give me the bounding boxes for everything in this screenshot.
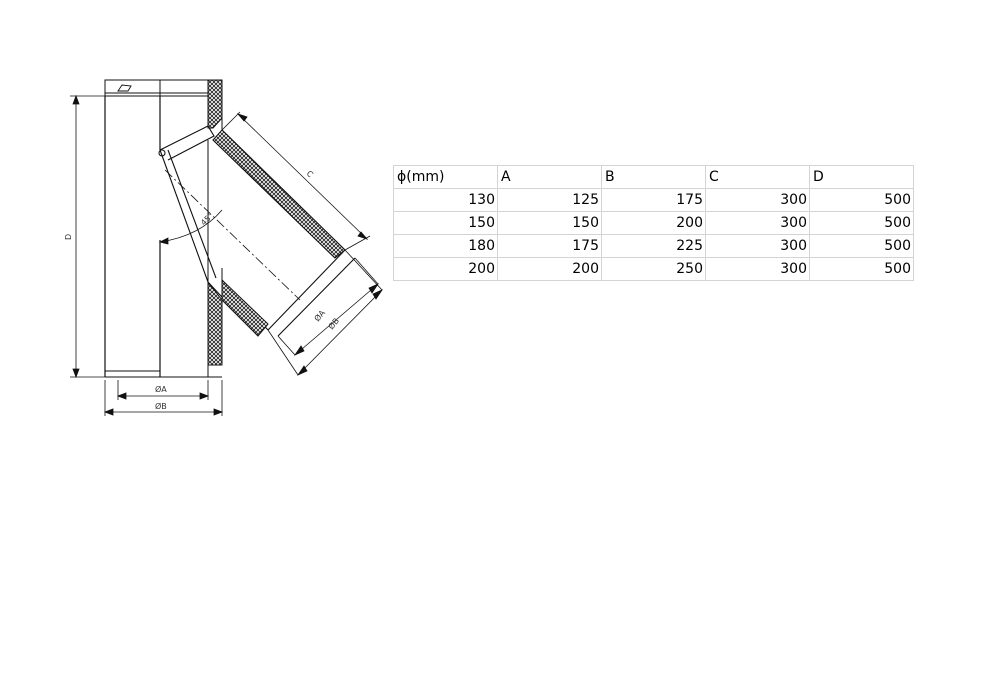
table-cell: 150 <box>497 211 602 235</box>
table-cell: 200 <box>601 211 706 235</box>
header-cell: D <box>809 165 914 189</box>
dimension-height <box>70 94 105 379</box>
header-cell: A <box>497 165 602 189</box>
table-row: 130 125 175 300 500 <box>393 188 914 212</box>
header-cell: C <box>705 165 810 189</box>
dimension-height-label: D <box>64 234 73 240</box>
table-cell: 500 <box>809 234 914 258</box>
dimension-angle <box>158 209 223 245</box>
table-cell: 300 <box>705 188 810 212</box>
table-cell: 175 <box>497 234 602 258</box>
dimension-branch-inner-diameter-label: ØA <box>312 307 328 323</box>
dimension-branch-length <box>221 111 371 251</box>
header-cell: ϕ(mm) <box>393 165 498 189</box>
table-cell: 300 <box>705 257 810 281</box>
header-cell: B <box>601 165 706 189</box>
branch-insulation-upper <box>212 129 346 259</box>
table-cell: 150 <box>393 211 498 235</box>
main-pipe-outer-wall <box>104 96 161 377</box>
table-cell: 500 <box>809 188 914 212</box>
dimension-outer-diameter <box>103 380 224 416</box>
table-cell: 300 <box>705 211 810 235</box>
table-cell: 200 <box>497 257 602 281</box>
table-cell: 125 <box>497 188 602 212</box>
table-row: 200 200 250 300 500 <box>393 257 914 281</box>
table-cell: 175 <box>601 188 706 212</box>
main-pipe-insulation-upper <box>207 79 223 129</box>
main-pipe-insulation-lower <box>207 280 223 366</box>
table-cell: 500 <box>809 211 914 235</box>
table-cell: 250 <box>601 257 706 281</box>
branch-insulation-lower <box>221 278 269 337</box>
dimension-branch-outer-diameter-label: ØB <box>326 316 341 331</box>
table-cell: 200 <box>393 257 498 281</box>
table-cell: 300 <box>705 234 810 258</box>
dimension-branch-length-label: C <box>305 169 316 180</box>
table-cell: 130 <box>393 188 498 212</box>
dimension-branch-diameters <box>267 249 384 376</box>
table-cell: 180 <box>393 234 498 258</box>
dimension-inner-diameter <box>116 380 210 400</box>
main-pipe-top-collar <box>104 79 223 97</box>
dimension-angle-label: 45° <box>199 211 215 227</box>
main-pipe-bottom-collar <box>105 365 222 378</box>
table-cell: 500 <box>809 257 914 281</box>
table-cell: 225 <box>601 234 706 258</box>
dimension-spec-table: ϕ(mm) A B C D 130 125 175 300 500 150 15… <box>393 165 914 281</box>
table-row: 150 150 200 300 500 <box>393 211 914 235</box>
dimension-inner-diameter-label: ØA <box>155 384 167 394</box>
table-header-row: ϕ(mm) A B C D <box>393 165 914 189</box>
table-row: 180 175 225 300 500 <box>393 234 914 258</box>
dimension-outer-diameter-label: ØB <box>155 401 167 411</box>
